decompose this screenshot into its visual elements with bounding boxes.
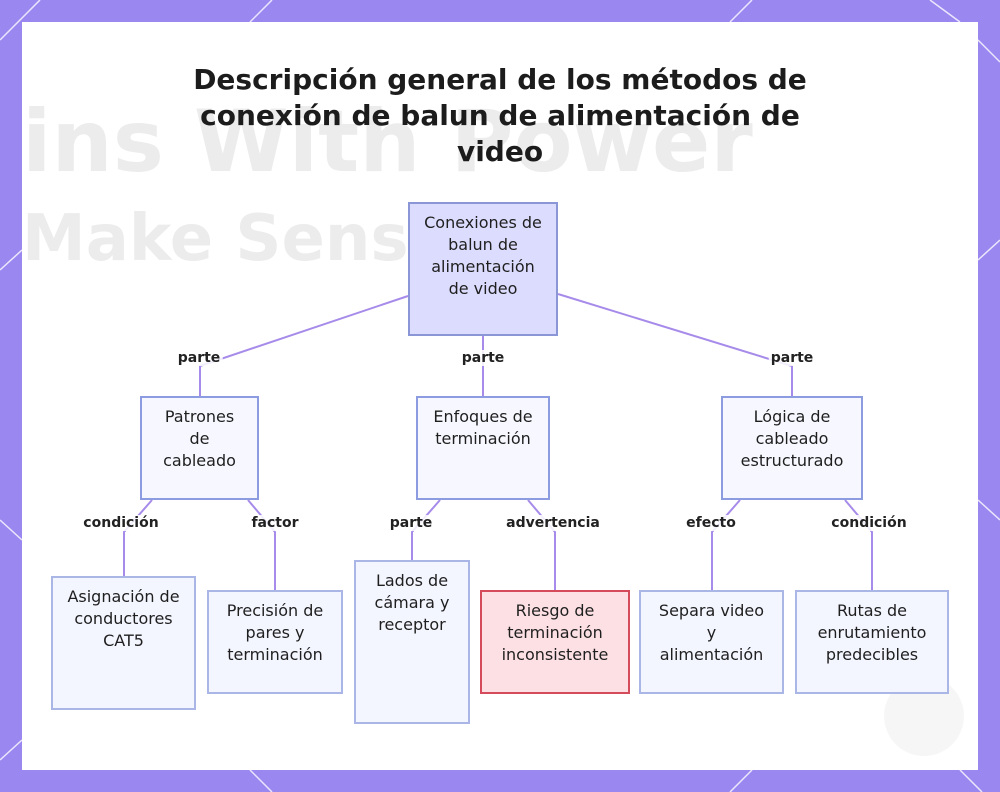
node-root: Conexiones de balun de alimentación de v… [408,202,558,336]
edge-root-logica [557,293,793,396]
edge-label-logica-rutas: condición [829,515,909,531]
edge-patrones-asignacion [123,499,153,576]
node-root-label: Conexiones de balun de alimentación de v… [424,213,542,298]
node-riesgo: Riesgo de terminación inconsistente [480,590,630,694]
edge-root-patrones [199,295,409,396]
background-artwork: Make Sense [22,202,452,276]
node-asignacion: Asignación de conductores CAT5 [51,576,196,710]
node-lados-label: Lados de cámara y receptor [374,571,450,634]
node-asignacion-label: Asignación de conductores CAT5 [67,587,180,650]
edge-logica-separa [711,499,741,590]
diagram-title: Descripción general de los métodos de co… [193,63,807,168]
edge-enfoques-riesgo [527,499,556,590]
node-precision: Precisión de pares y terminación [207,590,343,694]
edge-label-enfoques-riesgo: advertencia [504,515,602,531]
node-separa-label: Separa video y alimentación [658,601,765,664]
edge-label-enfoques-lados: parte [387,515,435,531]
edge-enfoques-lados [411,499,441,560]
edge-patrones-precision [247,499,276,590]
node-rutas: Rutas de enrutamiento predecibles [795,590,949,694]
node-patrones-label: Patrones de cableado [163,407,236,470]
node-patrones: Patrones de cableado [140,396,259,500]
edge-label-root-logica: parte [768,350,816,366]
node-logica-label: Lógica de cableado estructurado [740,407,844,470]
node-rutas-label: Rutas de enrutamiento predecibles [817,601,927,664]
edge-logica-rutas [844,499,873,590]
node-riesgo-label: Riesgo de terminación inconsistente [501,601,609,664]
edge-label-root-enfoques: parte [459,350,507,366]
node-lados: Lados de cámara y receptor [354,560,470,724]
node-enfoques-label: Enfoques de terminación [433,407,533,448]
edge-label-root-patrones: parte [175,350,223,366]
background-artwork: ins With Power [22,92,753,192]
node-logica: Lógica de cableado estructurado [721,396,863,500]
edge-label-patrones-asignacion: condición [81,515,161,531]
edge-label-patrones-precision: factor [249,515,301,531]
node-enfoques: Enfoques de terminación [416,396,550,500]
node-precision-label: Precisión de pares y terminación [226,601,324,664]
node-separa: Separa video y alimentación [639,590,784,694]
edge-label-logica-separa: efecto [684,515,738,531]
